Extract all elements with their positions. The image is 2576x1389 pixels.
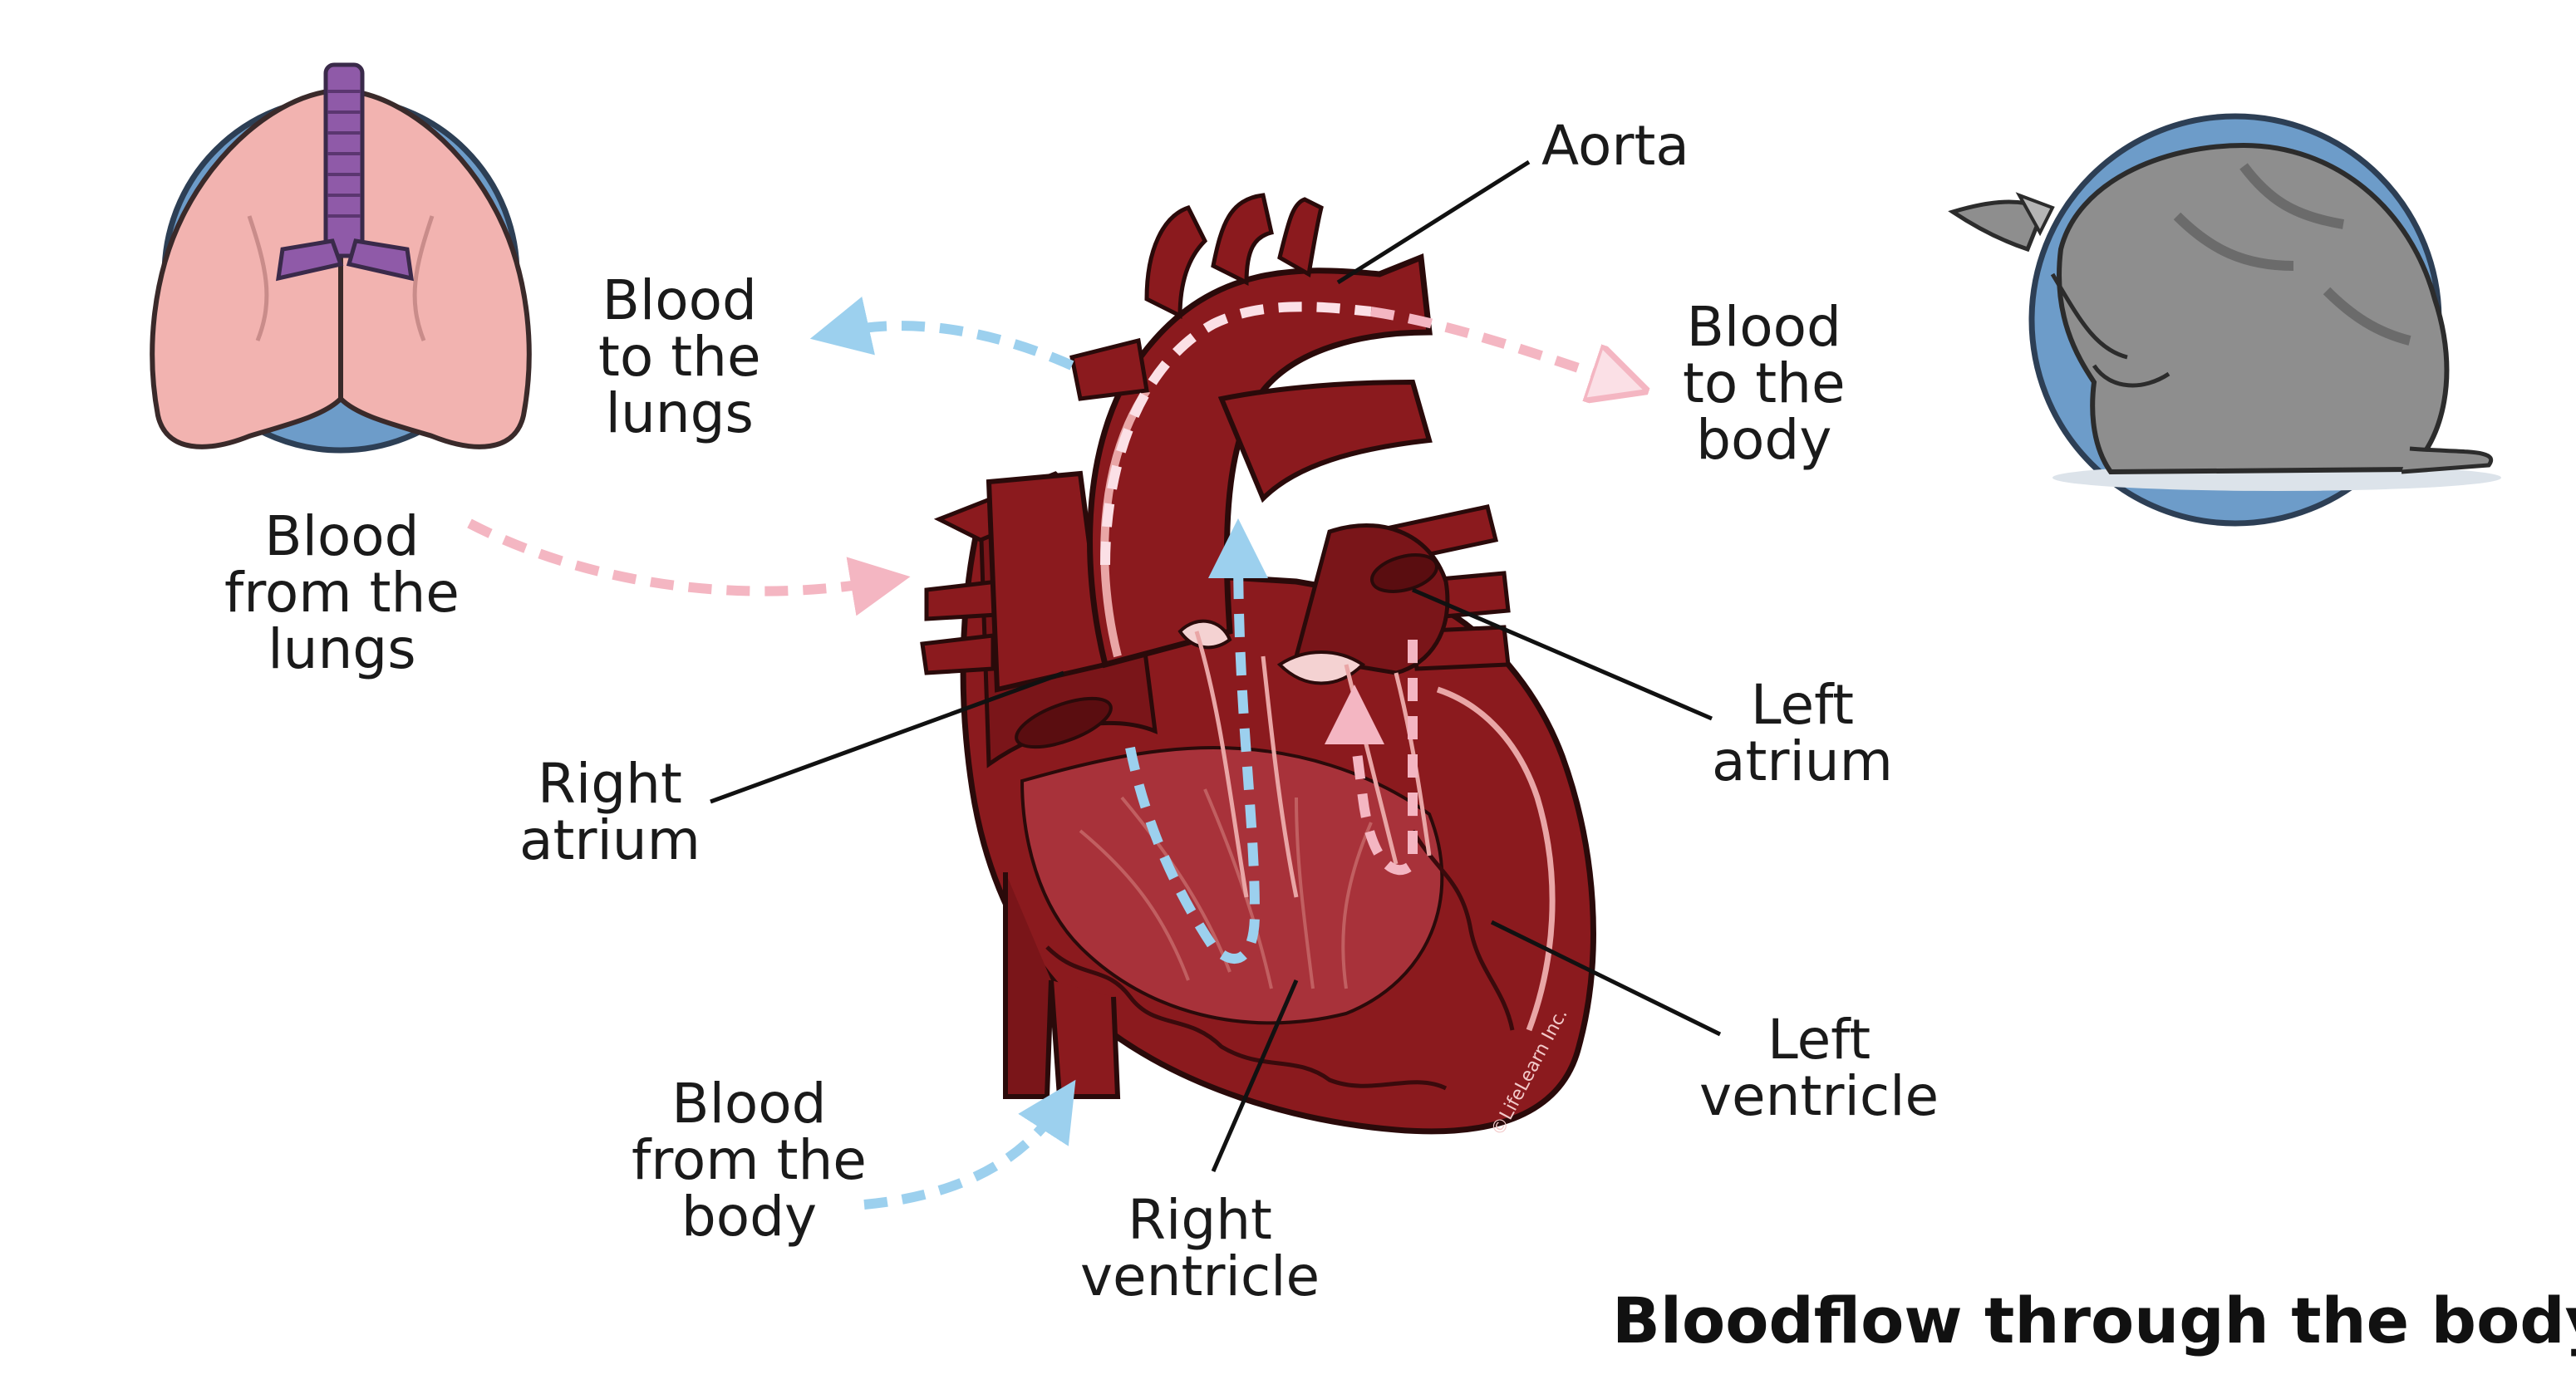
- label-left-atrium: Left atrium: [1712, 673, 1893, 793]
- cat-icon: [1948, 113, 2501, 527]
- label-blood-to-body: Blood to the body: [1683, 295, 1846, 472]
- lungs-icon: [150, 62, 532, 454]
- label-right-atrium: Right atrium: [519, 752, 701, 872]
- label-right-ventricle: Right ventricle: [1080, 1188, 1320, 1308]
- arrow-blood-to-body: [1370, 307, 1620, 382]
- arrow-blood-from-body: [863, 1079, 1076, 1210]
- label-aorta: Aorta: [1541, 114, 1689, 178]
- label-blood-from-body: Blood from the body: [632, 1072, 867, 1249]
- label-blood-to-lungs: Blood to the lungs: [598, 268, 761, 445]
- heart-illustration: [920, 193, 1596, 1135]
- diagram-title: Bloodflow through the body: [1612, 1283, 2576, 1357]
- arrow-blood-to-lungs: [809, 297, 1074, 371]
- label-left-ventricle: Left ventricle: [1699, 1008, 1939, 1128]
- label-blood-from-lungs: Blood from the lungs: [224, 504, 460, 681]
- arrow-blood-from-lungs: [467, 518, 911, 616]
- leader-lines: [710, 160, 1722, 1172]
